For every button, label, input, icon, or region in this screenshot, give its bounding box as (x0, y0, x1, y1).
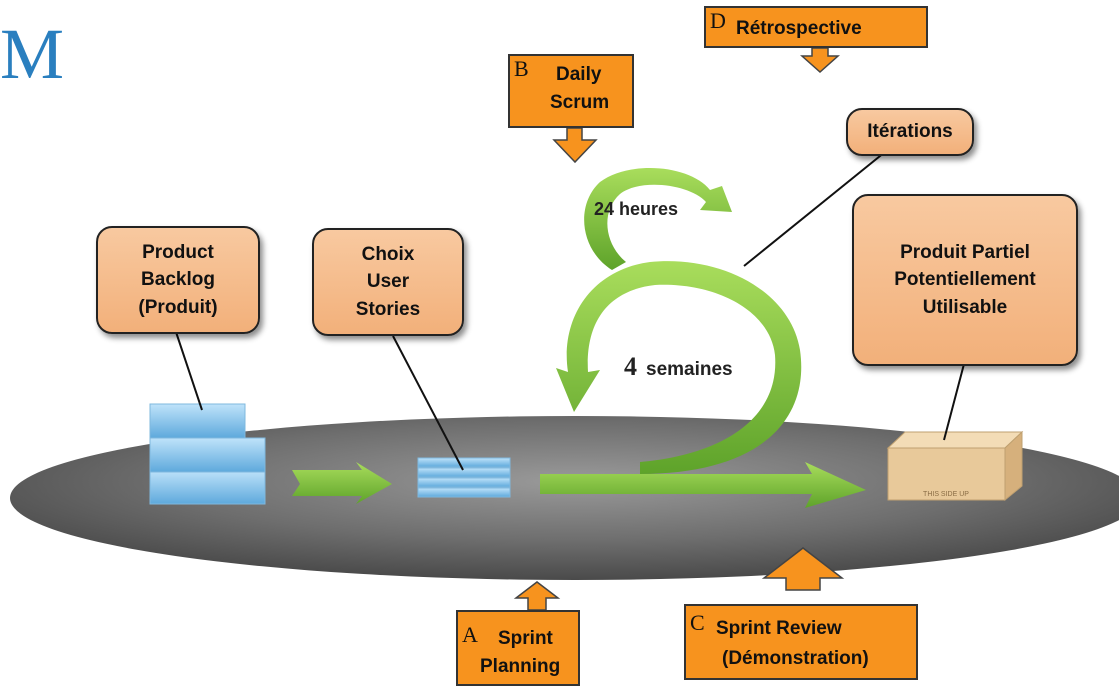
platform-disc (10, 416, 1119, 580)
box-a-line-2: Planning (480, 656, 561, 677)
box-c-letter: C (690, 610, 705, 635)
connector-produit (943, 363, 965, 441)
product-box-icon: THIS SIDE UP (886, 430, 1024, 502)
box-c-line-1: Sprint Review (716, 618, 842, 639)
note-iterations-text: Itérations (867, 121, 953, 143)
box-a-line-1: Sprint (498, 628, 553, 649)
box-sprint-planning: A Sprint Planning (456, 610, 580, 686)
box-d-line-1: Rétrospective (736, 18, 862, 39)
connector-backlog (175, 331, 203, 411)
arrow-daily-down (552, 127, 598, 164)
note-produit-line-3: Utilisable (922, 296, 1008, 318)
note-product-backlog-line-3: (Produit) (138, 296, 218, 318)
connector-iterations (743, 151, 886, 267)
flow-arrow-1 (292, 462, 392, 504)
note-choix-line-3: Stories (355, 298, 421, 320)
stories-stack-icon (417, 457, 511, 498)
box-retrospective: D Rétrospective (704, 6, 928, 48)
label-24-heures: 24 heures (594, 199, 678, 219)
label-semaines: semaines (646, 359, 733, 380)
note-product-backlog-line-1: Product (142, 241, 214, 263)
note-produit-partiel: Produit Partiel Potentiellement Utilisab… (852, 194, 1078, 366)
box-label: THIS SIDE UP (923, 491, 969, 498)
note-product-backlog-line-2: Backlog (141, 269, 215, 291)
connector-choix (392, 335, 464, 471)
note-produit-line-2: Potentiellement (894, 269, 1036, 291)
backlog-stack-icon (149, 403, 266, 505)
box-c-line-2: (Démonstration) (722, 648, 869, 669)
box-daily-scrum: B Daily Scrum (508, 54, 634, 128)
arrow-planning-up (513, 581, 561, 611)
note-produit-line-1: Produit Partiel (900, 241, 1030, 263)
box-a-letter: A (462, 622, 478, 647)
box-b-line-1: Daily (556, 64, 602, 85)
note-choix-line-2: User (366, 271, 410, 293)
note-iterations: Itérations (846, 108, 974, 156)
arrow-review-up (761, 547, 845, 591)
label-4-num: 4 (624, 352, 637, 381)
note-choix-user-stories: Choix User Stories (312, 228, 464, 336)
note-choix-line-1: Choix (361, 243, 415, 265)
sprint-base-arrow (540, 462, 866, 508)
box-sprint-review: C Sprint Review (Démonstration) (684, 604, 918, 680)
box-b-letter: B (514, 56, 529, 81)
header-letter: M (0, 14, 65, 94)
daily-loop-arrow (584, 168, 732, 270)
box-b-line-2: Scrum (550, 92, 610, 113)
note-product-backlog: Product Backlog (Produit) (96, 226, 260, 334)
arrow-retro-down (800, 47, 840, 74)
box-d-letter: D (710, 8, 726, 33)
